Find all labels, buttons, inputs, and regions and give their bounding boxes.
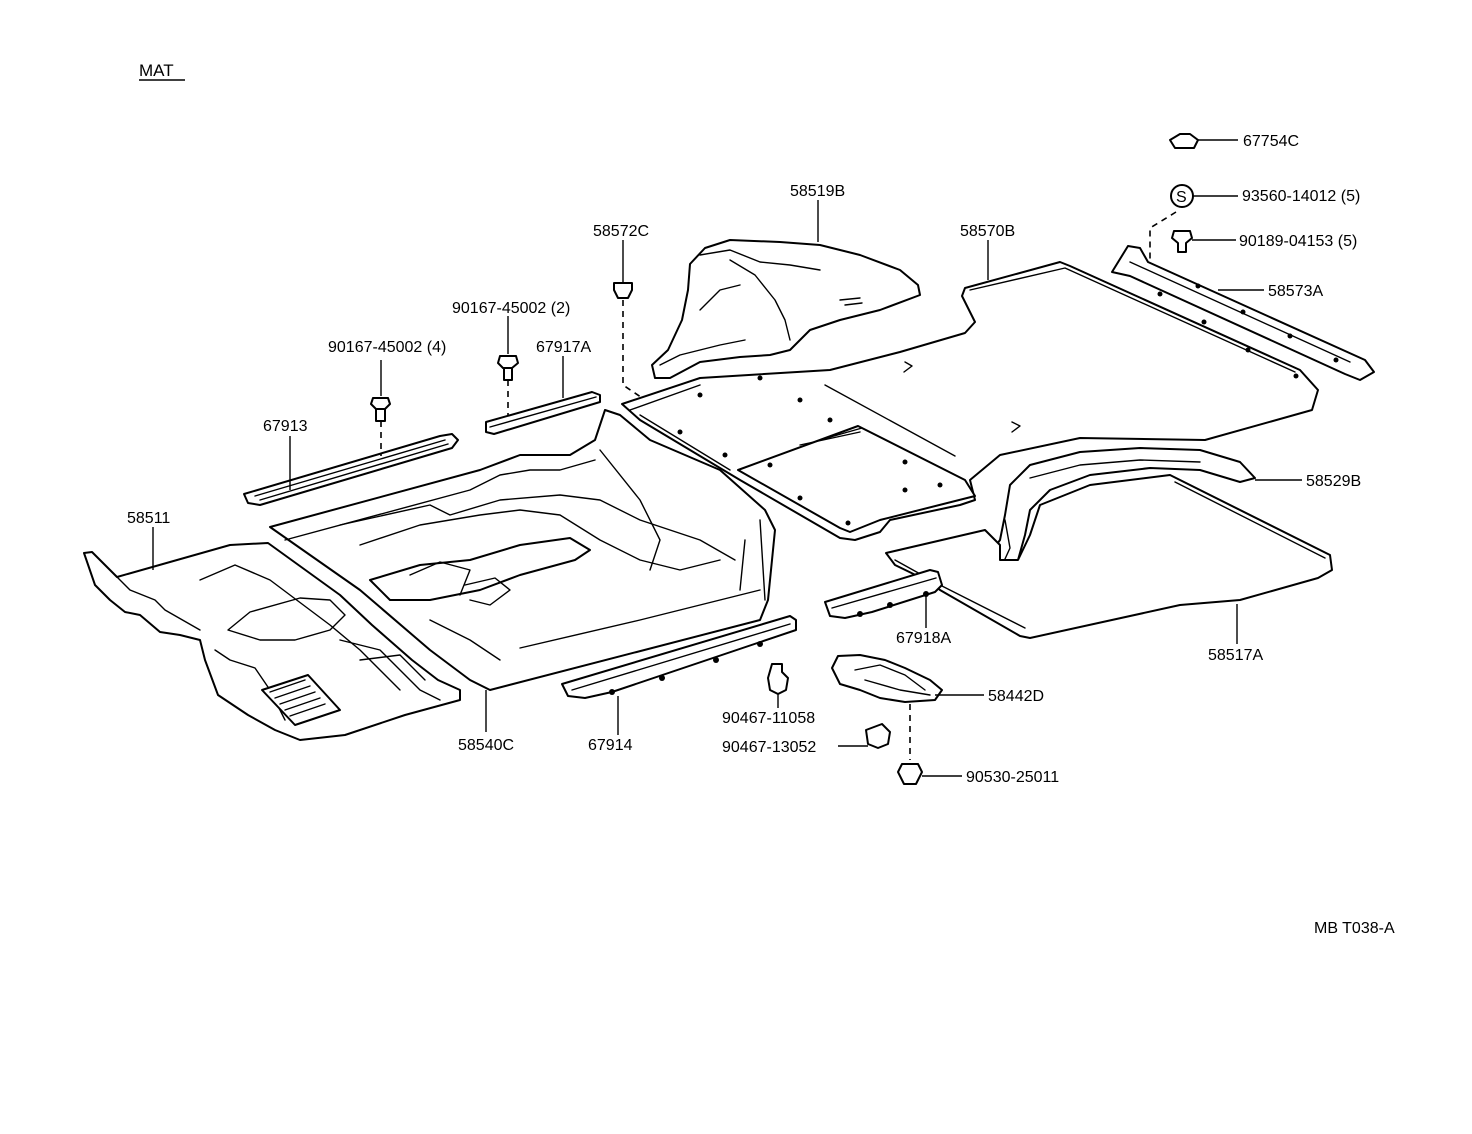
strip-58573A xyxy=(1111,245,1375,381)
label-90467-13052: 90467-13052 xyxy=(722,739,816,756)
label-93560-14012: 93560-14012 (5) xyxy=(1242,188,1360,205)
s-marker-letter: S xyxy=(1176,189,1187,206)
clip-90189-04153 xyxy=(1171,230,1193,253)
label-67917A: 67917A xyxy=(536,339,591,356)
label-58540C: 58540C xyxy=(458,737,514,754)
main-floor-carpet xyxy=(269,409,776,691)
scuff-plate-67914 xyxy=(561,615,797,699)
rear-floor-mat xyxy=(621,261,1319,541)
wheelhouse-cover-58519B xyxy=(651,239,921,379)
label-67914: 67914 xyxy=(588,737,633,754)
label-58572C: 58572C xyxy=(593,223,649,240)
label-58511: 58511 xyxy=(127,510,170,527)
label-90189-04153: 90189-04153 (5) xyxy=(1239,233,1357,250)
label-90467-11058: 90467-11058 xyxy=(722,710,815,727)
clip-58572C xyxy=(613,282,633,299)
label-67754C: 67754C xyxy=(1243,133,1299,150)
clip-90467-13052 xyxy=(865,723,891,749)
cap-67754C xyxy=(1169,133,1199,149)
label-58573A: 58573A xyxy=(1268,283,1323,300)
label-90167-45002-4: 90167-45002 (4) xyxy=(328,339,446,356)
screw-90167-4 xyxy=(370,397,391,422)
label-67918A: 67918A xyxy=(896,630,951,647)
s-marker: S xyxy=(1170,184,1194,208)
fastener-90530-25011 xyxy=(897,763,923,785)
label-58519B: 58519B xyxy=(790,183,845,200)
screw-90167-2 xyxy=(497,355,519,381)
label-67913: 67913 xyxy=(263,418,308,435)
label-58529B: 58529B xyxy=(1306,473,1361,490)
label-90167-45002-2: 90167-45002 (2) xyxy=(452,300,570,317)
scuff-plate-67917A xyxy=(485,391,601,435)
label-58517A: 58517A xyxy=(1208,647,1263,664)
label-58442D: 58442D xyxy=(988,688,1044,705)
figure-code: MB T038-A xyxy=(1314,920,1395,937)
front-floor-carpet xyxy=(83,542,461,741)
wheelhouse-cover-58529B xyxy=(984,447,1256,579)
cover-58442D xyxy=(831,654,943,703)
clip-90467-11058 xyxy=(767,663,789,695)
diagram-title: MAT xyxy=(139,61,174,80)
label-90530-25011: 90530-25011 xyxy=(966,769,1059,786)
bracket-67918A xyxy=(824,569,943,619)
scuff-plate-67913 xyxy=(243,433,459,506)
label-58570B: 58570B xyxy=(960,223,1015,240)
